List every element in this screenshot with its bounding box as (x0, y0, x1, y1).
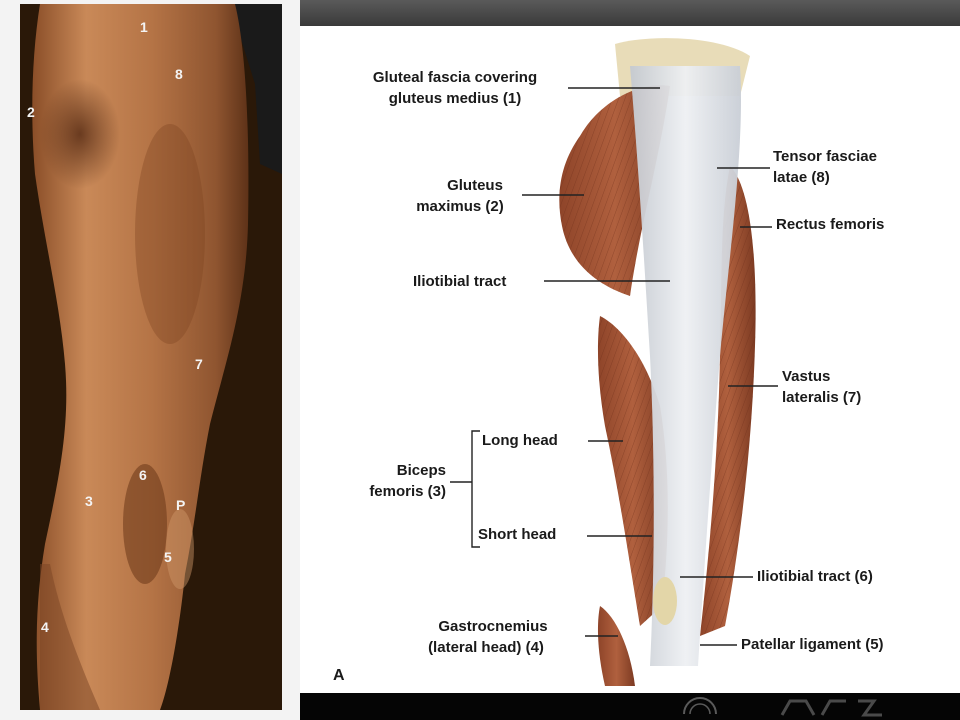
label-gluteal-fascia-line1: Gluteal fascia covering (372, 69, 538, 86)
label-iliotibial-tract-6: Iliotibial tract (6) (757, 568, 873, 585)
label-gluteal-fascia-line2: gluteus medius (1) (388, 90, 522, 107)
figure-letter: A (333, 667, 345, 684)
label-long-head: Long head (482, 432, 558, 449)
label-tensor-fasciae-line1: Tensor fasciae (773, 148, 877, 165)
label-rectus-femoris: Rectus femoris (776, 216, 885, 233)
label-gastrocnemius-line1: Gastrocnemius (438, 618, 548, 635)
label-tensor-fasciae-line2: latae (8) (773, 169, 830, 186)
label-vastus-lateralis-line1: Vastus (782, 368, 831, 385)
brand-logo-icon (780, 699, 882, 717)
label-patellar-ligament: Patellar ligament (5) (741, 636, 884, 653)
thigh-muscle-drawing (450, 38, 778, 686)
label-gluteus-maximus-line1: Gluteus (447, 177, 503, 194)
label-gastrocnemius-line2: (lateral head) (4) (428, 639, 544, 656)
label-iliotibial-tract: Iliotibial tract (413, 273, 507, 290)
label-short-head: Short head (478, 526, 557, 543)
surface-anatomy-photo: 1 8 2 7 6 3 P 5 4 (0, 0, 300, 720)
anatomy-diagram: Gluteal fascia covering gluteus medius (… (300, 26, 960, 693)
photo-marker-4: 4 (41, 619, 49, 635)
photo-marker-8: 8 (175, 66, 183, 82)
photo-marker-6: 6 (139, 467, 147, 483)
label-gluteus-maximus-line2: maximus (2) (416, 198, 504, 215)
seal-logo-icon (683, 697, 717, 715)
bottom-bar (300, 693, 960, 720)
label-biceps-femoris-line2: femoris (3) (369, 483, 446, 500)
label-vastus-lateralis-line2: lateralis (7) (782, 389, 862, 406)
label-biceps-femoris-line1: Biceps (396, 462, 446, 479)
photo-marker-7: 7 (195, 356, 203, 372)
photo-marker-2: 2 (27, 104, 35, 120)
top-bar (300, 0, 960, 26)
photo-marker-1: 1 (140, 19, 148, 35)
photo-marker-3: 3 (85, 493, 93, 509)
photo-marker-5: 5 (164, 549, 172, 565)
photo-marker-p: P (176, 497, 186, 513)
leg-photo-illustration (20, 4, 282, 710)
